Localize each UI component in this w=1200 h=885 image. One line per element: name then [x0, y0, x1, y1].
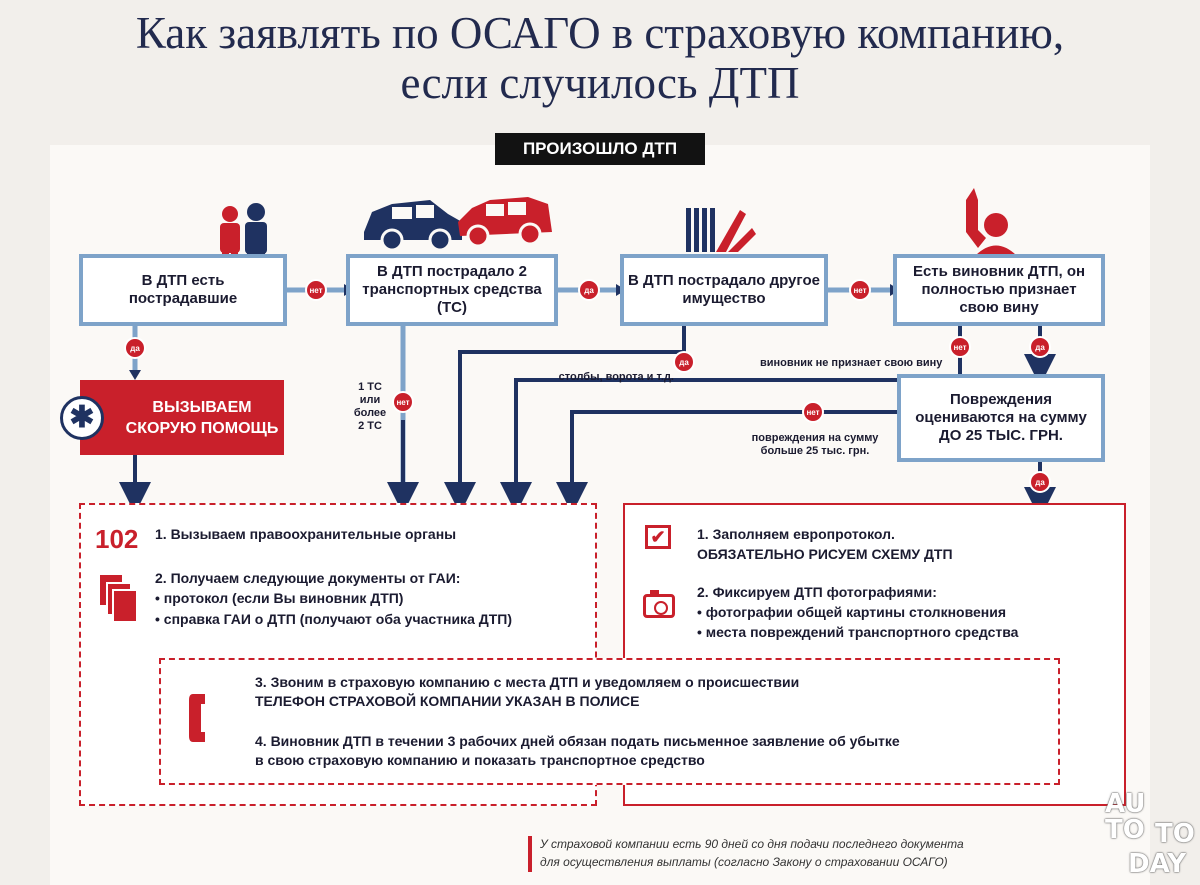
- europrotocol-step1-title: 1. Заполняем европротокол.: [697, 526, 895, 542]
- page-title-line2: если случилось ДТП: [400, 58, 800, 108]
- insurance-step3-line2: ТЕЛЕФОН СТРАХОВОЙ КОМПАНИИ УКАЗАН В ПОЛИ…: [255, 693, 640, 709]
- badge-no-damage: нет: [802, 401, 824, 423]
- insurance-step4-line1: 4. Виновник ДТП в течении 3 рабочих дней…: [255, 733, 900, 749]
- europrotocol-step2-title: 2. Фиксируем ДТП фотографиями:: [697, 584, 937, 600]
- cars-illustration: [364, 197, 552, 252]
- node-two-vehicles: В ДТП пострадало 2 транспортных средства…: [346, 254, 558, 326]
- watermark-to2: TO: [1155, 819, 1195, 849]
- footnote-bar: [528, 836, 532, 872]
- insurance-step3-line1: 3. Звоним в страховую компанию с места Д…: [255, 674, 800, 690]
- badge-yes-damage: да: [1029, 471, 1051, 493]
- watermark-au: AU: [1105, 789, 1146, 819]
- badge-yes-injured: да: [124, 337, 146, 359]
- start-tag: ПРОИЗОШЛО ДТП: [495, 133, 705, 165]
- connector-property-down: [444, 325, 686, 514]
- connector-damage-no: [556, 410, 897, 514]
- footnote-line2: для осуществления выплаты (согласно Зако…: [540, 855, 948, 869]
- label-over-25: повреждения на сумму больше 25 тыс. грн.: [751, 432, 879, 457]
- node-injured: В ДТП есть пострадавшие: [79, 254, 287, 326]
- camera-icon: [643, 590, 675, 618]
- badge-yes-culprit: да: [1029, 336, 1051, 358]
- insurance-call-block: [159, 658, 1060, 785]
- watermark-day: DAY: [1128, 849, 1187, 879]
- police-step2-bullet2: • справка ГАИ о ДТП (получают оба участн…: [155, 611, 512, 627]
- badge-no-culprit: нет: [949, 336, 971, 358]
- label-no-admit: виновник не признает свою вину: [760, 357, 943, 369]
- badge-yes-property: да: [673, 351, 695, 373]
- badge-yes-vehicles: да: [578, 279, 600, 301]
- watermark-to1: TO: [1105, 815, 1145, 845]
- node-culprit: Есть виновник ДТП, он полностью признает…: [893, 254, 1105, 326]
- police-step2-title: 2. Получаем следующие документы от ГАИ:: [155, 570, 461, 586]
- node-damage: Повреждения оцениваются на сумму ДО 25 Т…: [897, 374, 1105, 462]
- europrotocol-step2-bullet1: • фотографии общей картины столкновения: [697, 604, 1007, 620]
- fence-illustration: [686, 208, 756, 252]
- badge-no-injured: нет: [305, 279, 327, 301]
- checkbox-icon: ✔: [645, 525, 671, 549]
- badge-no-property: нет: [849, 279, 871, 301]
- phone-icon: [187, 690, 217, 746]
- europrotocol-step2-bullet2: • места повреждений транспортного средст…: [697, 624, 1019, 640]
- node-property: В ДТП пострадало другое имущество: [620, 254, 828, 326]
- insurance-step4-line2: в свою страховую компанию и показать тра…: [255, 752, 705, 768]
- police-step2-bullet1: • протокол (если Вы виновник ДТП): [155, 590, 404, 606]
- label-vehicles-count: 1 ТС или более 2 ТС: [353, 381, 387, 432]
- raised-hand-illustration: [966, 188, 1020, 256]
- europrotocol-step1-sub: ОБЯЗАТЕЛЬНО РИСУЕМ СХЕМУ ДТП: [697, 546, 953, 562]
- police-step1: 1. Вызываем правоохранительные органы: [155, 526, 457, 542]
- ambulance-box: ВЫЗЫВАЕМ СКОРУЮ ПОМОЩЬ: [80, 380, 284, 455]
- police-number: 102: [95, 524, 139, 554]
- badge-no-vehicles: нет: [392, 391, 414, 413]
- label-property-examples: столбы, ворота и т.д.: [558, 371, 674, 383]
- documents-icon: [100, 575, 136, 621]
- page-title-line1: Как заявлять по ОСАГО в страховую компан…: [135, 8, 1065, 58]
- ambulance-star-icon: ✱: [60, 396, 104, 440]
- footnote-line1: У страховой компании есть 90 дней со дня…: [540, 837, 964, 851]
